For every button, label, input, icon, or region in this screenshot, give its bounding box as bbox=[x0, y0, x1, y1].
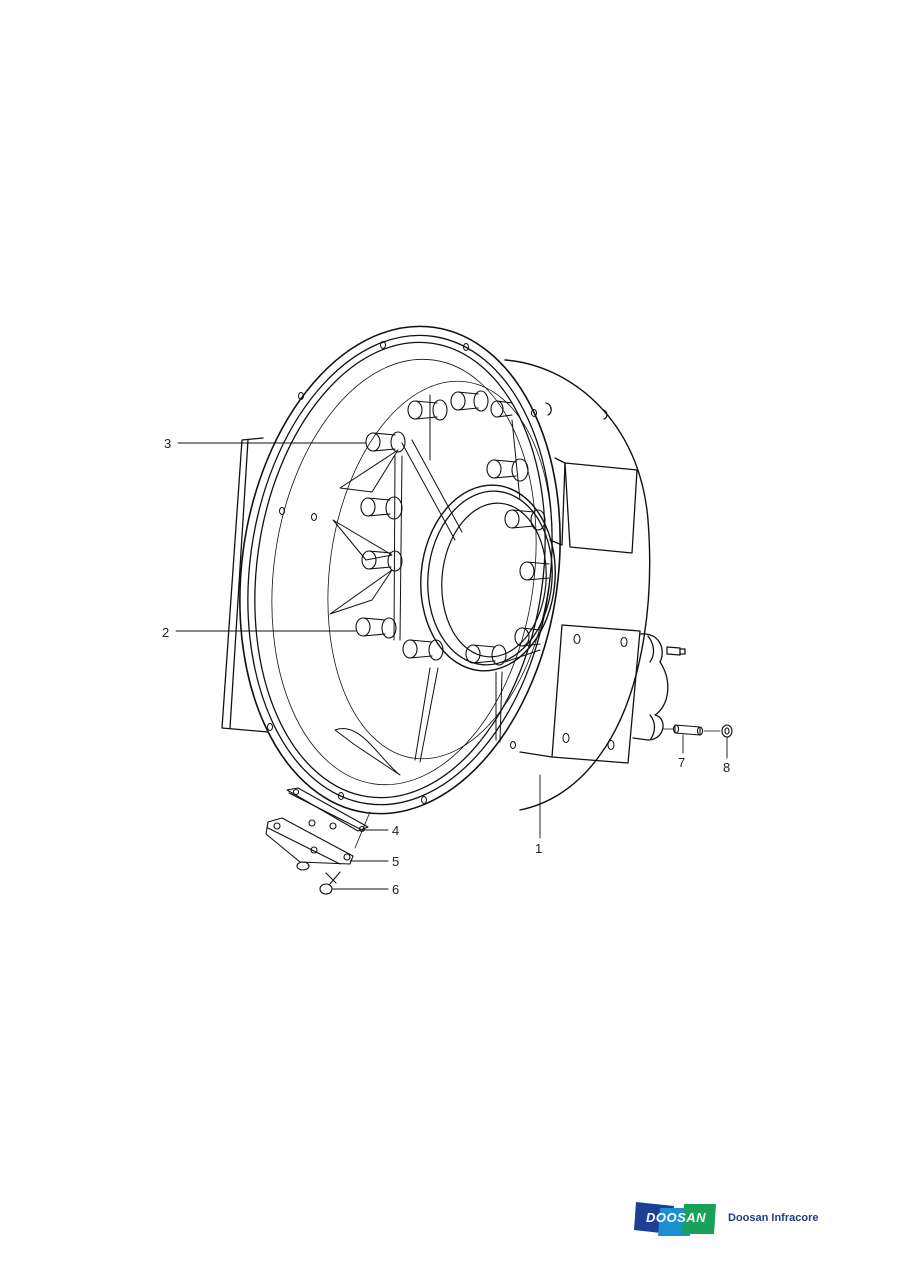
callout-8-label: 8 bbox=[723, 760, 731, 775]
stud-and-nut-parts-7-8 bbox=[662, 724, 733, 738]
housing-part-1 bbox=[221, 325, 686, 815]
cover-parts-4-5-6 bbox=[265, 787, 371, 895]
callout-3-label: 3 bbox=[164, 436, 172, 451]
callout-7-label: 7 bbox=[678, 755, 686, 770]
callout-2-label: 2 bbox=[162, 625, 170, 640]
doosan-badge-icon bbox=[634, 1202, 716, 1236]
callout-1-label: 1 bbox=[535, 841, 543, 856]
callout-5-label: 5 bbox=[392, 854, 400, 869]
company-name: Doosan Infracore bbox=[728, 1212, 819, 1224]
callout-leaders bbox=[175, 442, 728, 890]
doosan-wordmark: DOOSAN bbox=[645, 1210, 707, 1225]
doosan-logo: DOOSAN Doosan Infracore bbox=[634, 1200, 824, 1240]
callout-6-label: 6 bbox=[392, 882, 400, 897]
callout-4-label: 4 bbox=[392, 823, 400, 838]
